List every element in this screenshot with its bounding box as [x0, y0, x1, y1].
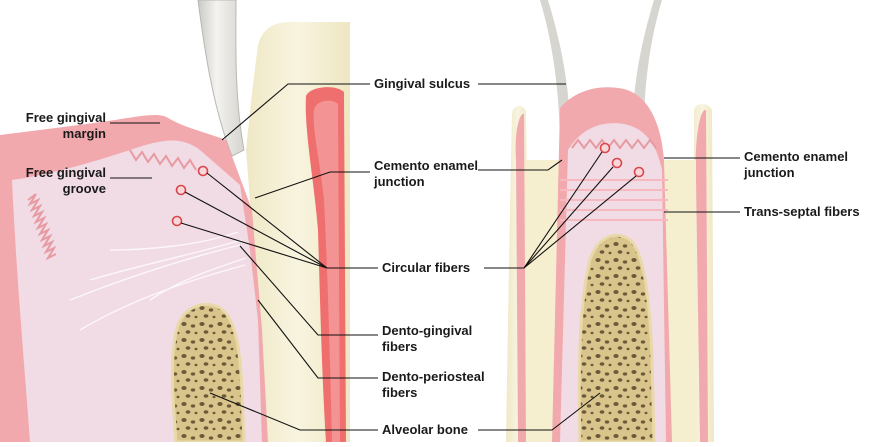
left-tooth-enamel	[198, 0, 244, 156]
left-illustration	[0, 0, 350, 442]
label-dento-gingival-fibers: Dento-gingival fibers	[382, 323, 472, 355]
septal-marker-2	[613, 159, 622, 168]
label-free-gingival-margin: Free gingival margin	[4, 110, 106, 142]
label-cemento-enamel-junction-right: Cemento enamel junction	[744, 149, 848, 181]
label-circular-fibers: Circular fibers	[382, 260, 470, 276]
right-illustration	[506, 0, 714, 442]
septal-marker-3	[635, 168, 644, 177]
label-gingival-sulcus: Gingival sulcus	[374, 76, 470, 92]
label-cemento-enamel-junction-center: Cemento enamel junction	[374, 158, 478, 190]
left-alveolar-bone	[173, 304, 245, 442]
right-alveolar-bone	[579, 235, 654, 442]
fiber-marker-3	[173, 217, 182, 226]
label-alveolar-bone: Alveolar bone	[382, 422, 468, 438]
label-trans-septal-fibers: Trans-septal fibers	[744, 204, 860, 220]
label-dento-periosteal-fibers: Dento-periosteal fibers	[382, 369, 485, 401]
septal-marker-1	[601, 144, 610, 153]
fiber-marker-1	[199, 167, 208, 176]
fiber-marker-2	[177, 186, 186, 195]
label-free-gingival-groove: Free gingival groove	[4, 165, 106, 197]
